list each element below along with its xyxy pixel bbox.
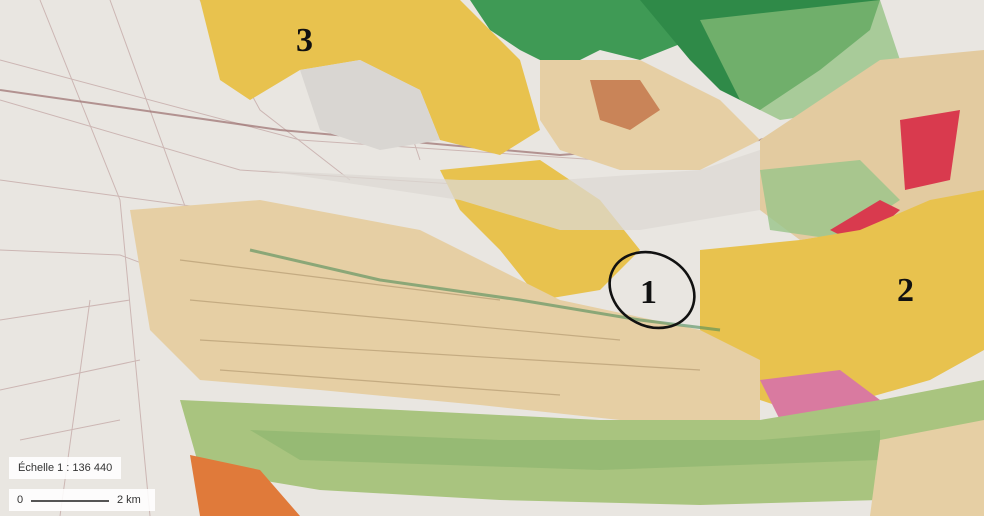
tan-unit-southeast xyxy=(870,420,984,516)
scale-bar-line xyxy=(31,500,109,502)
orange-unit-southwest xyxy=(190,455,300,516)
green-ridge-line xyxy=(249,248,721,332)
highlight-ellipse xyxy=(608,250,696,330)
brown-unit-north xyxy=(590,80,660,130)
gray-valley-unit xyxy=(260,150,760,230)
tan-unit-main-massif xyxy=(130,200,760,420)
yellow-unit-east xyxy=(700,190,984,410)
green-unit-south-dark xyxy=(250,430,880,470)
scale-bar: 0 2 km xyxy=(9,489,155,511)
red-unit-east xyxy=(900,110,960,190)
scale-panel: Échelle 1 : 136 440 0 2 km xyxy=(9,457,155,515)
marker-2: 2 xyxy=(897,272,914,309)
scale-bar-end: 2 km xyxy=(117,494,141,506)
yellow-unit-north xyxy=(200,0,540,155)
marker-3: 3 xyxy=(296,22,313,59)
marker-1: 1 xyxy=(640,274,657,311)
scale-bar-start: 0 xyxy=(17,494,24,506)
dark-green-unit-north xyxy=(470,0,700,70)
tan-ridge-lines xyxy=(179,259,701,396)
gray-unit-north xyxy=(300,60,440,150)
scale-ratio: Échelle 1 : 136 440 xyxy=(9,457,122,479)
